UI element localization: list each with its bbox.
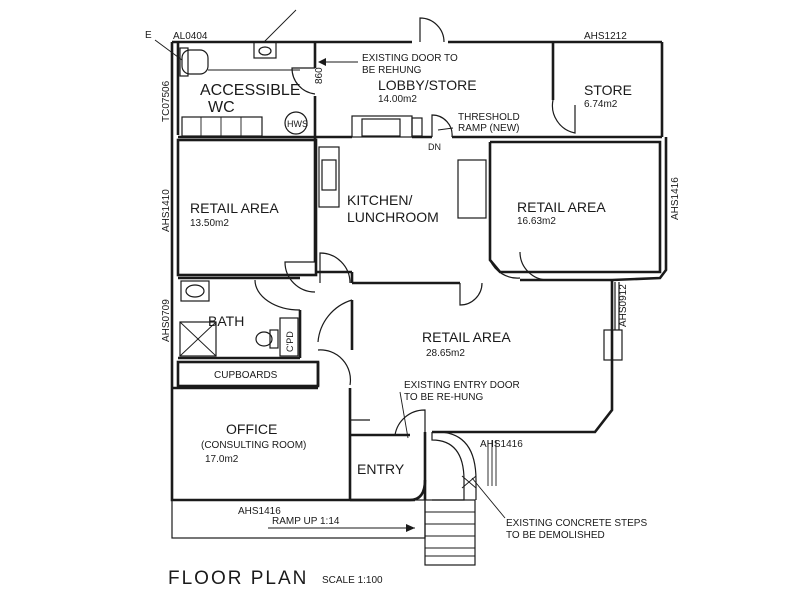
label-ahs0709: AHS0709 xyxy=(161,299,172,342)
note-threshold-line1: THRESHOLD xyxy=(458,112,520,123)
hot-water-system xyxy=(284,111,308,135)
label-ahs1410: AHS1410 xyxy=(161,189,172,232)
wc-basin xyxy=(253,41,277,59)
wc-bench xyxy=(181,116,263,137)
note-steps-line1: EXISTING CONCRETE STEPS xyxy=(506,518,647,529)
note-door-rehung-line1: EXISTING DOOR TO xyxy=(362,53,458,64)
label-ahs1416-right: AHS1416 xyxy=(670,177,681,220)
room-kitchen-line1: KITCHEN/ xyxy=(347,192,412,208)
label-ahs1212: AHS1212 xyxy=(584,31,627,42)
room-office: OFFICE xyxy=(226,421,277,437)
ramp-arrow xyxy=(406,524,415,532)
plan-title: FLOOR PLAN xyxy=(168,568,308,589)
room-store-area: 6.74m2 xyxy=(584,99,618,110)
accessible-toilet xyxy=(179,47,209,77)
note-ramp: RAMP UP 1:14 xyxy=(272,516,340,527)
leader-lines xyxy=(154,9,506,519)
room-office-sub: (CONSULTING ROOM) xyxy=(201,440,306,451)
note-threshold-line2: RAMP (NEW) xyxy=(458,123,519,134)
room-retail-left-area: 13.50m2 xyxy=(190,218,229,229)
bath-toilet xyxy=(255,329,279,349)
bath-basin xyxy=(180,280,210,302)
room-lobby-store-area: 14.00m2 xyxy=(378,94,417,105)
label-hws: HWS xyxy=(287,119,308,129)
label-tc07506: TC07506 xyxy=(161,80,172,122)
room-kitchen-line2: LUNCHROOM xyxy=(347,209,439,225)
plan-scale: SCALE 1:100 xyxy=(322,575,383,586)
room-accessible-wc-line1: ACCESSIBLE xyxy=(200,82,300,99)
kitchen-sink xyxy=(318,146,340,208)
fixtures xyxy=(171,41,623,566)
room-retail-main-area: 28.65m2 xyxy=(426,348,465,359)
label-cpd: C'PD xyxy=(285,331,295,352)
wall-unit xyxy=(603,329,623,361)
kitchen-counter xyxy=(457,159,487,219)
room-entry: ENTRY xyxy=(357,461,405,477)
title-block: FLOOR PLAN SCALE 1:100 xyxy=(168,568,383,589)
label-dn: DN xyxy=(428,142,441,152)
room-retail-right: RETAIL AREA xyxy=(517,199,606,215)
room-bath: BATH xyxy=(208,313,244,329)
note-entry-door-line2: TO BE RE-HUNG xyxy=(404,392,483,403)
cupboard-small xyxy=(279,317,299,357)
entry-steps xyxy=(424,431,497,566)
label-ahs0912: AHS0912 xyxy=(618,284,629,327)
note-steps-line2: TO BE DEMOLISHED xyxy=(506,530,605,541)
room-cupboards: CUPBOARDS xyxy=(214,370,278,381)
ramp xyxy=(171,499,426,539)
room-retail-right-area: 16.63m2 xyxy=(517,216,556,227)
room-labels: ACCESSIBLE WC LOBBY/STORE 14.00m2 STORE … xyxy=(190,77,632,477)
label-ahs1416-entry: AHS1416 xyxy=(480,439,523,450)
notes: EXISTING DOOR TO BE REHUNG THRESHOLD RAM… xyxy=(272,53,647,541)
room-retail-main: RETAIL AREA xyxy=(422,329,511,345)
label-e: E xyxy=(145,30,152,41)
label-860: 860 xyxy=(314,67,325,84)
interior-walls xyxy=(172,42,662,502)
room-lobby-store: LOBBY/STORE xyxy=(378,77,477,93)
room-accessible-wc-line2: WC xyxy=(208,99,235,116)
marker-labels: E AL0404 AHS1212 TC07506 AHS1410 AHS1416… xyxy=(145,30,681,517)
room-retail-left: RETAIL AREA xyxy=(190,200,279,216)
note-entry-door-line1: EXISTING ENTRY DOOR xyxy=(404,380,520,391)
door-swings xyxy=(254,17,576,436)
room-store: STORE xyxy=(584,82,632,98)
room-office-area: 17.0m2 xyxy=(205,454,239,465)
note-door-rehung-line2: BE REHUNG xyxy=(362,65,422,76)
label-ahs1416-bottom: AHS1416 xyxy=(238,506,281,517)
shower xyxy=(179,321,217,357)
label-al0404: AL0404 xyxy=(173,31,208,42)
